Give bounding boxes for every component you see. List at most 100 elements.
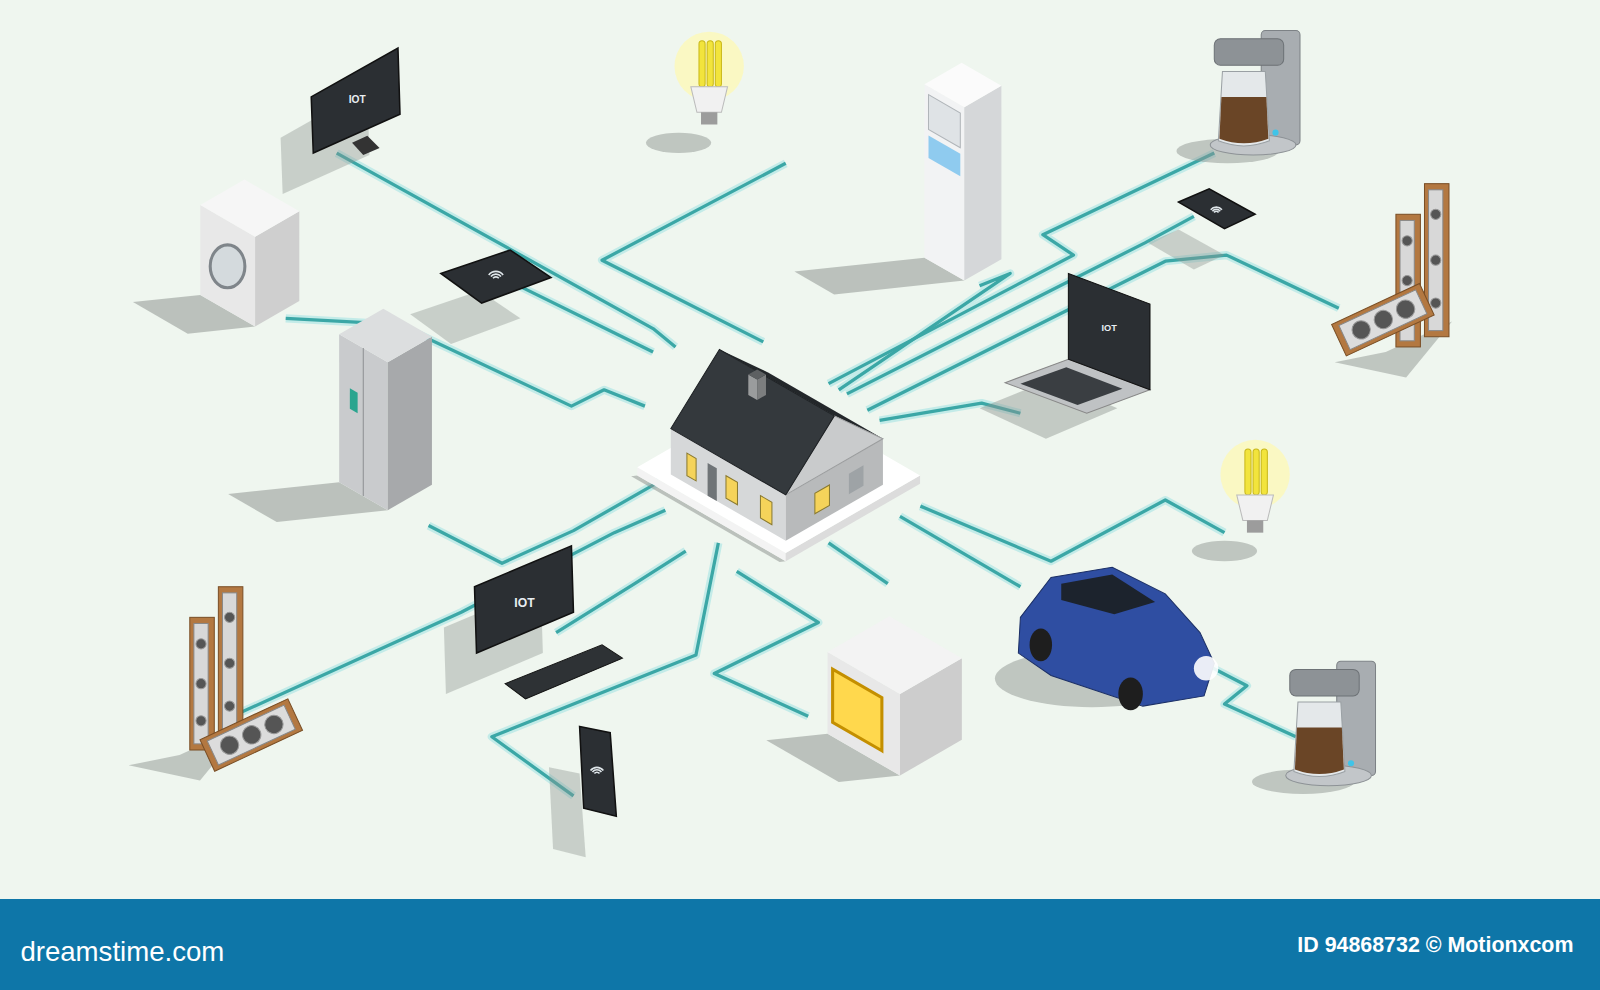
shadow: [1192, 541, 1257, 561]
signal-arc: [594, 771, 600, 774]
house-window: [726, 476, 737, 505]
speaker-tower: [190, 617, 214, 750]
wire: [556, 551, 686, 633]
fridge-split: [363, 348, 364, 496]
house-window: [687, 453, 696, 481]
watermark: dreamstime.com: [20, 936, 224, 968]
house-door: [708, 463, 717, 501]
wire: [602, 163, 786, 342]
fridge-display: [350, 388, 358, 413]
car-window: [1061, 574, 1155, 614]
speaker-cone: [1431, 209, 1441, 219]
screen: [441, 250, 551, 303]
coffee-maker: [1177, 31, 1300, 164]
screen-label: IOT: [514, 596, 534, 610]
smartphone: [1148, 189, 1255, 270]
screen: [474, 546, 573, 653]
speaker-front: [222, 593, 236, 734]
center-speaker: [200, 699, 303, 771]
speaker-cone: [196, 716, 206, 726]
laptop: [980, 273, 1150, 438]
house-window: [849, 465, 864, 494]
signal-arc: [590, 767, 604, 771]
wire-glow: [556, 551, 686, 633]
speaker-set: [129, 587, 303, 781]
bulb-base: [1237, 495, 1274, 521]
signal-arc: [592, 769, 602, 772]
speaker-cone: [224, 658, 234, 668]
tv-stand: [352, 136, 380, 155]
headlight-glow: [1194, 656, 1218, 680]
signal-arc: [490, 273, 501, 277]
house-window: [815, 485, 830, 514]
wire: [237, 510, 666, 714]
bulb-tube: [715, 41, 721, 87]
house-window: [760, 496, 771, 525]
signal-arc: [1213, 211, 1219, 213]
roof: [671, 349, 834, 494]
bulb-base: [691, 87, 728, 113]
tablet: [410, 250, 551, 344]
speaker-cone: [196, 679, 206, 689]
coffee-carafe: [1218, 71, 1269, 145]
wire-glow: [847, 216, 1194, 394]
box-top: [200, 180, 299, 237]
bulb-tube: [707, 41, 713, 87]
air-conditioner: [794, 63, 1001, 295]
wire: [847, 216, 1194, 394]
coffee-maker: [1252, 661, 1375, 794]
box-face: [388, 337, 432, 510]
speaker-cone: [1431, 255, 1441, 265]
speaker-cone: [1371, 307, 1395, 331]
wire-glow: [237, 510, 666, 714]
wire-glow: [900, 516, 1020, 586]
speaker-cone: [217, 733, 241, 757]
shadow: [549, 767, 586, 857]
box-top: [339, 309, 432, 363]
power-light: [1348, 760, 1354, 766]
bulb-cap: [701, 112, 717, 124]
refrigerator: [228, 309, 432, 522]
speaker-front: [1339, 290, 1427, 350]
smartphone: [549, 727, 616, 858]
speaker-cone: [196, 639, 206, 649]
light-bulb: [1192, 440, 1290, 561]
bulb-tube: [1253, 449, 1259, 495]
speaker-cone: [1402, 236, 1412, 246]
laptop-screen: [1068, 273, 1150, 389]
scene: [129, 31, 1452, 858]
signal-icon: [488, 271, 504, 279]
coffee-hood: [1290, 669, 1359, 696]
speaker-cone: [224, 701, 234, 711]
signal-icon: [590, 767, 604, 774]
box-face: [925, 84, 965, 280]
shadow: [646, 133, 711, 153]
light-bulb: [646, 32, 744, 153]
speaker-cone: [1402, 276, 1412, 286]
wire: [900, 516, 1020, 586]
speaker-cone: [1393, 297, 1417, 321]
car-body: [1018, 567, 1214, 706]
microwave-window: [833, 669, 882, 751]
signal-arc: [1210, 206, 1222, 210]
image-credit: ID 94868732 © Motionxcom: [1297, 933, 1573, 958]
wire: [829, 543, 888, 584]
box-top: [748, 369, 766, 379]
microwave: [766, 616, 962, 782]
wire-glow: [829, 543, 888, 584]
screen-label: IOT: [349, 94, 366, 106]
wire: [502, 278, 653, 352]
speaker-set: [1332, 184, 1452, 378]
signal-arc: [492, 276, 499, 279]
coffee: [1219, 97, 1268, 143]
tv: [281, 48, 400, 194]
speaker-box: [1332, 284, 1435, 356]
screen: [580, 727, 617, 817]
signal-icon: [1210, 206, 1222, 213]
washer-door: [210, 245, 245, 288]
car: [995, 567, 1218, 710]
bulb-cap: [1247, 520, 1263, 532]
